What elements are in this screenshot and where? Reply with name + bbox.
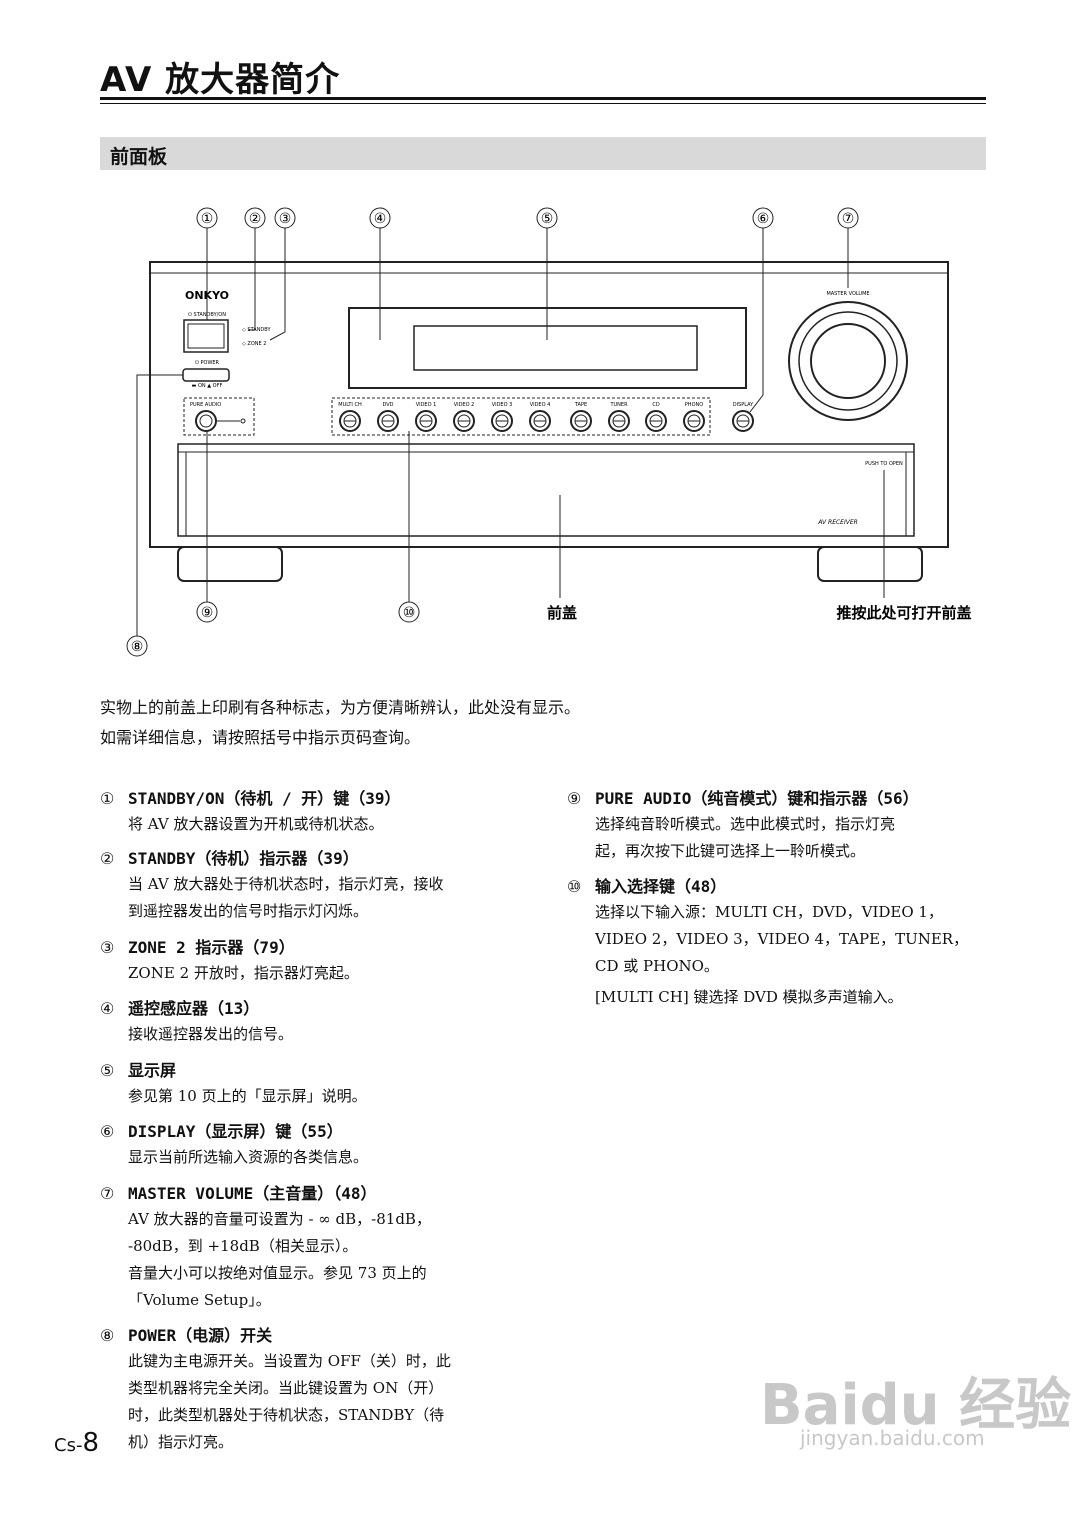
power-switch [182, 368, 230, 382]
watermark-url: jingyan.baidu.com [800, 1426, 985, 1450]
callout-4: ④ [374, 211, 387, 227]
page-title: AV 放大器简介 [100, 60, 341, 100]
zone2-indicator-text: ◇ ZONE 2 [242, 341, 266, 347]
left-foot [177, 546, 283, 582]
input-button-label: VIDEO 3 [492, 402, 513, 408]
input-button-label: CD [652, 402, 659, 408]
power-onoff-text: ▬ ON ▲ OFF [192, 383, 223, 389]
page-number: Cs-8 [54, 1428, 99, 1458]
push-to-open-text: PUSH TO OPEN [865, 461, 903, 467]
pure-audio-frame [183, 397, 255, 436]
display-button-text: DISPLAY [733, 402, 754, 408]
front-cover-label: 前盖 [547, 604, 577, 622]
right-foot [817, 546, 923, 582]
input-button-label: VIDEO 2 [454, 402, 475, 408]
callout-10: ⑩ [403, 605, 416, 621]
input-buttons-frame [331, 397, 711, 436]
callout-2: ② [249, 211, 262, 227]
callout-5: ⑤ [541, 211, 554, 227]
pure-audio-text: PURE AUDIO [190, 402, 221, 408]
input-button-label: VIDEO 1 [416, 402, 437, 408]
input-button-label: VIDEO 4 [530, 402, 551, 408]
input-button-label: MULTI CH [338, 402, 362, 408]
av-receiver-text: AV RECEIVER [817, 519, 858, 526]
section-title: 前面板 [110, 146, 168, 168]
section-header: 前面板 [100, 137, 986, 170]
front-panel-diagram: MULTI CH DVD VIDEO 1 VIDEO 2 VIDEO 3 VIDEO 4 T… [126, 207, 972, 657]
display-screen [413, 325, 698, 371]
input-button-label: DVD [382, 402, 393, 408]
callout-9: ⑨ [201, 605, 214, 621]
standby-indicator-text: ◇ STANDBY [242, 327, 271, 333]
callout-3: ③ [279, 211, 292, 227]
callout-7: ⑦ [842, 211, 855, 227]
callout-1: ① [201, 211, 214, 227]
master-volume-text: MASTER VOLUME [826, 291, 869, 297]
callout-6: ⑥ [757, 211, 770, 227]
front-cover [177, 443, 915, 537]
watermark-logo: Baidu 经验 [760, 1373, 1072, 1438]
input-button-label: TUNER [609, 402, 628, 408]
input-button-group: MULTI CH DVD VIDEO 1 VIDEO 2 VIDEO 3 VIDEO 4 T… [338, 402, 705, 432]
power-text: ⏻ POWER [195, 360, 220, 366]
push-open-label: 推按此处可打开前盖 [836, 604, 971, 622]
title-rule-thick [100, 97, 986, 100]
input-button-label: TAPE [574, 402, 587, 408]
input-button-label: PHONO [685, 402, 703, 408]
callout-8: ⑧ [131, 639, 144, 655]
title-rule-thin [100, 103, 986, 104]
intro-line-1: 实物上的前盖上印刷有各种标志，为方便清晰辨认，此处没有显示。 [100, 698, 581, 717]
intro-line-2: 如需详细信息，请按照括号中指示页码查询。 [100, 728, 421, 747]
